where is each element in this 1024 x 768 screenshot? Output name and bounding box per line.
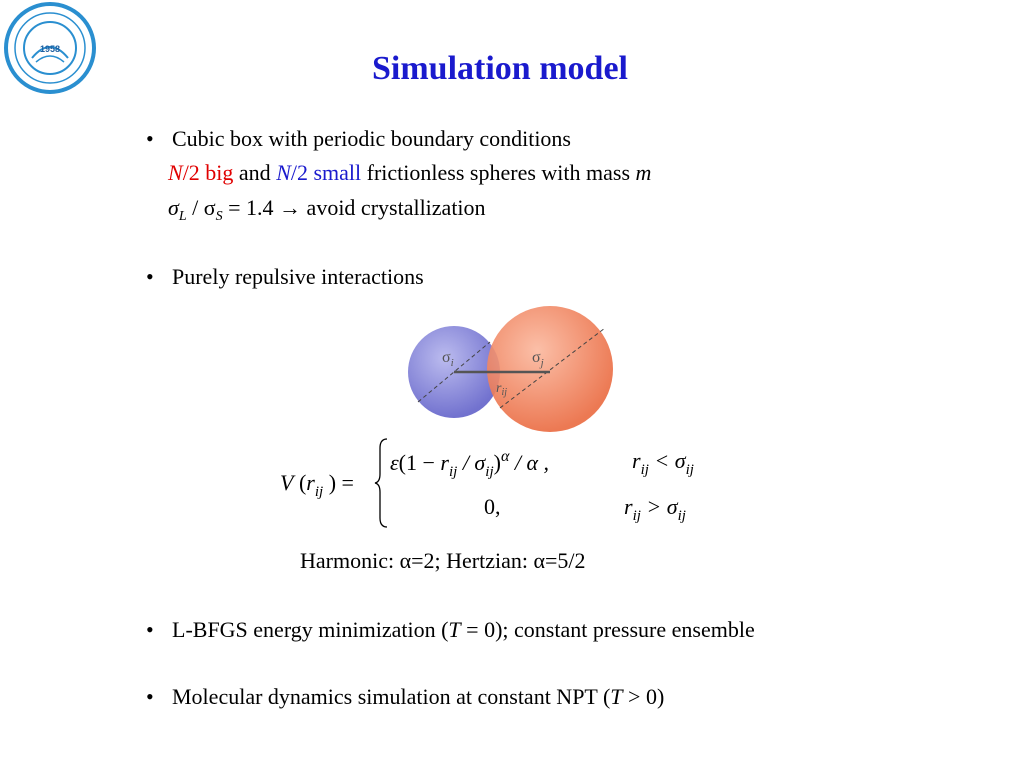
bullet-repulsive: • Purely repulsive interactions <box>146 264 424 290</box>
equation-condition-1: rij < σij <box>632 448 694 478</box>
big-n: N <box>168 160 183 185</box>
big-label: /2 big <box>182 160 234 185</box>
sigma-j-label: σ <box>532 349 541 366</box>
bullet-text: Cubic box with periodic boundary conditi… <box>172 126 571 151</box>
and-text: and <box>233 160 277 185</box>
sigma-s-subscript: S <box>215 209 223 224</box>
equation-case-1: ε(1 − rij / σij)α / α , <box>390 448 550 480</box>
university-logo: 1958 <box>4 2 96 94</box>
sigma-i-label: σ <box>442 349 451 366</box>
sigma-l-subscript: L <box>178 209 187 224</box>
bullet-cubic-box: • Cubic box with periodic boundary condit… <box>146 126 571 152</box>
bullet-marker: • <box>146 617 154 642</box>
svg-text:σi: σi <box>442 349 454 369</box>
bullet-lbfgs: •L-BFGS energy minimization (T = 0); con… <box>146 617 755 642</box>
diameter-j <box>499 327 606 409</box>
diameter-i <box>417 341 491 403</box>
small-label: /2 small <box>290 160 362 185</box>
sub-line-particles: N/2 big and N/2 small frictionless spher… <box>168 160 651 186</box>
contact-spheres-diagram: σi σj rij <box>408 306 613 432</box>
potential-equation: V (rij ) = ε(1 − rij / σij)α / α , rij <… <box>280 438 740 530</box>
logo-year: 1958 <box>40 44 60 54</box>
equation-case-2: 0, <box>484 494 501 519</box>
bullet-marker: • <box>146 684 154 709</box>
curly-brace <box>374 438 388 528</box>
page-title: Simulation model <box>372 50 628 87</box>
small-n: N <box>276 160 291 185</box>
bullet-md: •Molecular dynamics simulation at consta… <box>146 684 665 709</box>
bullet-marker: • <box>146 126 154 151</box>
r-subscript: ij <box>501 387 507 398</box>
svg-text:rij: rij <box>496 381 507 398</box>
r-label: r <box>496 381 502 396</box>
sigma-i-subscript: i <box>451 357 454 369</box>
exponent-note: Harmonic: α=2; Hertzian: α=5/2 <box>300 548 586 573</box>
bullet-text: Purely repulsive interactions <box>172 264 424 289</box>
sigma-s-symbol: σ <box>203 195 216 220</box>
ratio-text: = 1.4 → avoid crystallization <box>222 195 486 220</box>
sub-line-size-ratio: σL / σS = 1.4 → avoid crystallization <box>168 195 486 225</box>
mass-symbol: m <box>635 160 652 185</box>
bullet-marker: • <box>146 264 154 289</box>
big-sphere <box>487 306 613 432</box>
equation-lhs: V (rij ) = <box>280 470 354 500</box>
ratio-slash: / <box>186 195 204 220</box>
svg-text:σj: σj <box>532 349 544 369</box>
particles-text: frictionless spheres with mass <box>361 160 636 185</box>
sigma-j-subscript: j <box>539 357 544 369</box>
sigma-l-symbol: σ <box>168 195 179 220</box>
equation-condition-2: rij > σij <box>624 494 686 524</box>
